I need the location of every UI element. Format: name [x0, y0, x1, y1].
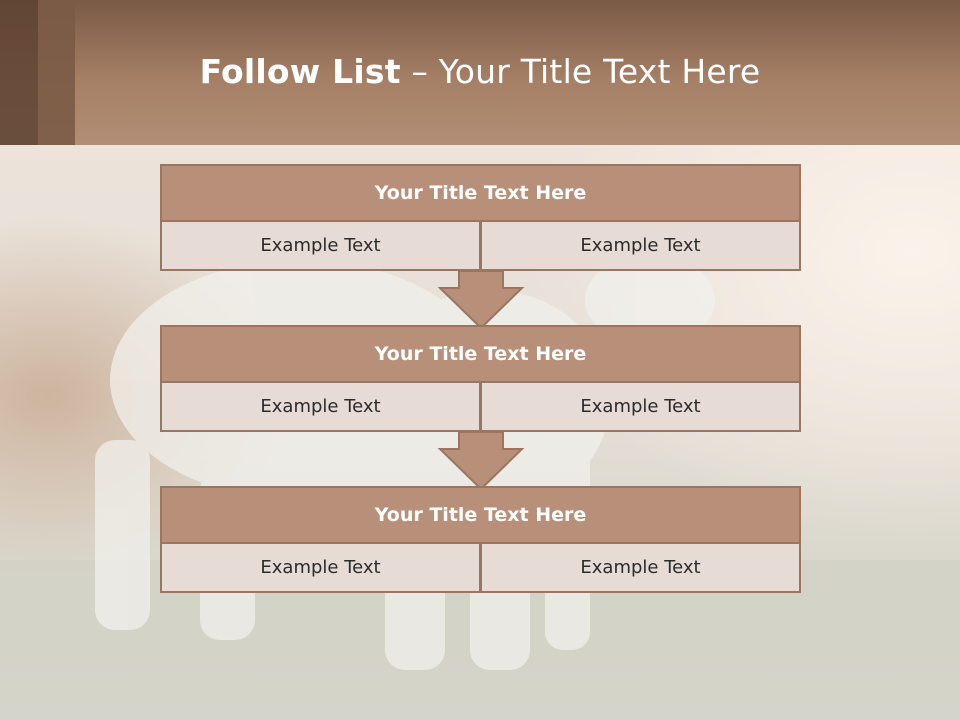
- step-row: Example Text Example Text: [160, 544, 801, 593]
- step-row: Example Text Example Text: [160, 222, 801, 271]
- step-cell-left: Example Text: [160, 544, 481, 593]
- down-arrow-icon: [437, 270, 525, 330]
- step-cell-left: Example Text: [160, 383, 481, 432]
- step-title: Your Title Text Here: [160, 486, 801, 544]
- follow-step-3: Your Title Text Here Example Text Exampl…: [160, 486, 801, 593]
- header-accent-strip: [0, 0, 38, 145]
- step-row: Example Text Example Text: [160, 383, 801, 432]
- slide-title-bold: Follow List: [199, 52, 401, 91]
- step-cell-right: Example Text: [481, 544, 801, 593]
- header-band: [0, 0, 960, 145]
- follow-step-1: Your Title Text Here Example Text Exampl…: [160, 164, 801, 271]
- follow-step-2: Your Title Text Here Example Text Exampl…: [160, 325, 801, 432]
- down-arrow-icon: [437, 431, 525, 491]
- slide-title-rest: – Your Title Text Here: [411, 52, 761, 91]
- step-cell-right: Example Text: [481, 383, 801, 432]
- step-cell-left: Example Text: [160, 222, 481, 271]
- step-title: Your Title Text Here: [160, 325, 801, 383]
- step-title: Your Title Text Here: [160, 164, 801, 222]
- header-accent-strip: [38, 0, 75, 145]
- step-cell-right: Example Text: [481, 222, 801, 271]
- slide-title: Follow List – Your Title Text Here: [0, 52, 960, 91]
